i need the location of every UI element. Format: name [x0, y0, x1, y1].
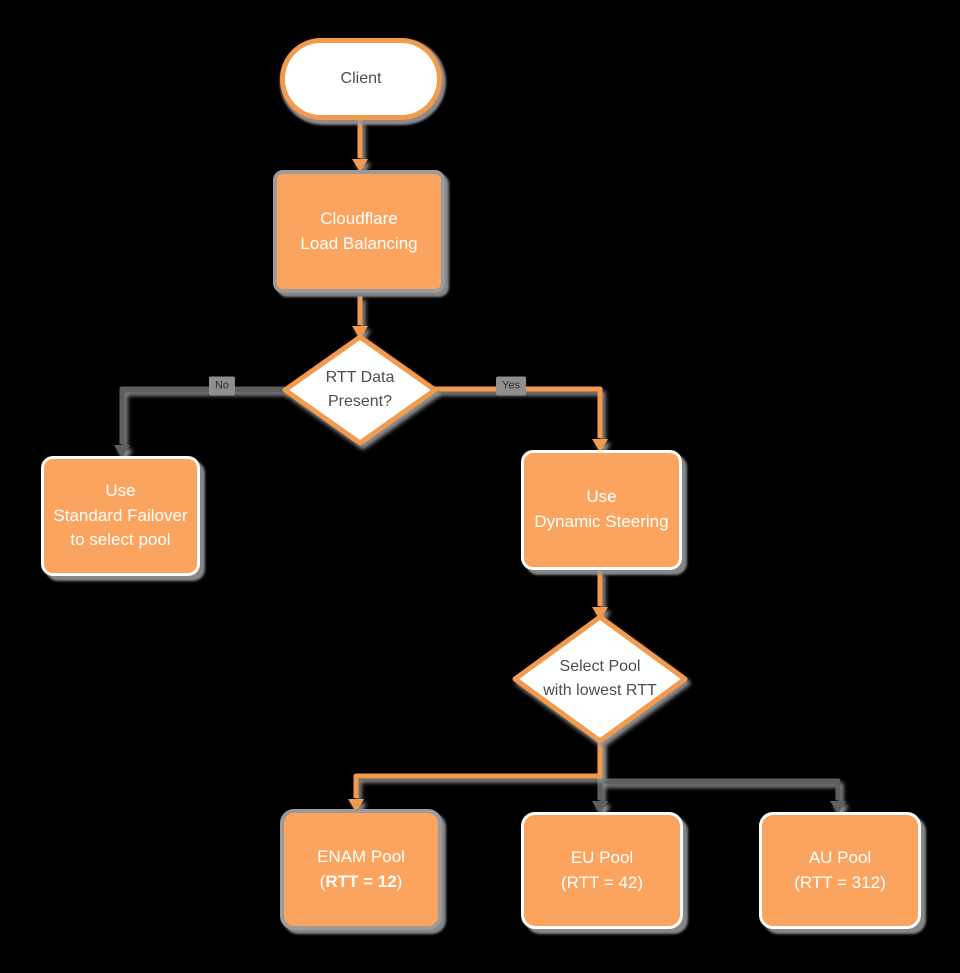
edge-label-yes: Yes [496, 376, 526, 396]
eu-pool-line1: EU Pool [570, 847, 634, 867]
node-cloudflare-load-balancing: Cloudflare Load Balancing [273, 170, 445, 293]
enam-rtt-paren-close: ) [396, 871, 403, 891]
standard-failover-line2: Standard Failover [53, 505, 188, 525]
au-pool-line1: AU Pool [808, 847, 872, 867]
arrowhead-into-selectpool [592, 607, 608, 620]
arrowhead-into-au-pool [830, 801, 846, 814]
arrowhead-into-dynamic [592, 439, 608, 452]
standard-failover-line1: Use [105, 481, 136, 501]
arrowhead-into-eu-pool [592, 801, 608, 814]
arrowhead-into-failover [114, 445, 130, 458]
decision-select-pool-diamond [512, 614, 688, 744]
dynamic-steering-line1: Use [586, 487, 617, 507]
node-eu-pool: EU Pool (RTT = 42) [521, 812, 683, 929]
client-label: Client [340, 70, 382, 88]
standard-failover-line3: to select pool [70, 530, 171, 550]
cloudflare-lb-line1: Cloudflare [320, 208, 398, 228]
decision-rtt-data-diamond [282, 334, 438, 446]
arrowhead-into-lb [352, 159, 368, 172]
node-au-pool: AU Pool (RTT = 312) [759, 812, 921, 929]
enam-rtt-value: RTT = 12 [325, 871, 397, 891]
enam-rtt-paren-open: ( [319, 871, 326, 891]
edge-rtt-yes-to-dynamic [432, 386, 603, 438]
edge-rtt-no-to-failover [119, 386, 288, 444]
enam-pool-line1: ENAM Pool [317, 846, 405, 866]
node-dynamic-steering: Use Dynamic Steering [521, 450, 682, 570]
node-client: Client [280, 38, 442, 120]
dynamic-steering-line2: Dynamic Steering [534, 512, 669, 531]
node-standard-failover: Use Standard Failover to select pool [41, 456, 200, 576]
edge-label-no: No [208, 376, 236, 396]
arrowhead-into-enam-pool [348, 799, 364, 812]
cloudflare-lb-line2: Load Balancing [300, 233, 418, 253]
edge-selectpool-to-enam [353, 742, 603, 798]
edge-selectpool-to-eu-au [597, 742, 841, 800]
node-enam-pool: ENAM Pool (RTT = 12) [280, 809, 442, 930]
arrowhead-into-rtt-decision [352, 326, 368, 339]
eu-pool-line2: (RTT = 42) [560, 872, 644, 892]
au-pool-line2: (RTT = 312) [794, 872, 886, 892]
enam-pool-rtt-line: (RTT = 12) [320, 870, 403, 895]
